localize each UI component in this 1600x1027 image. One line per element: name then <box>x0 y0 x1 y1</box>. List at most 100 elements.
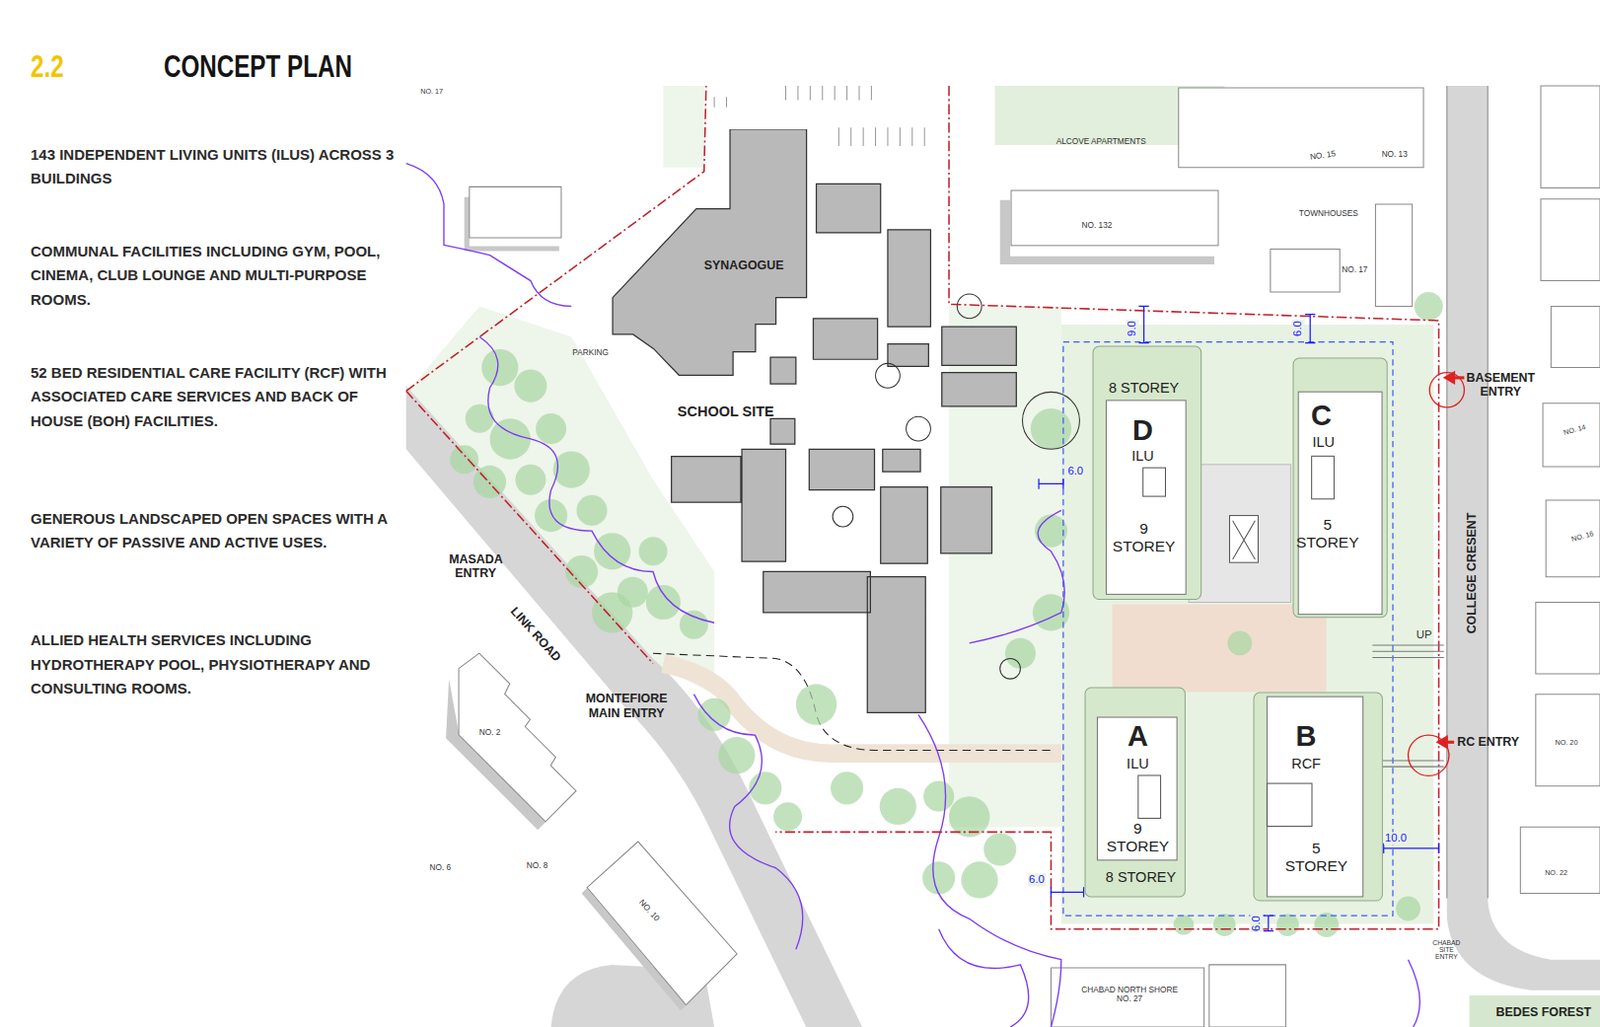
tree <box>1414 291 1444 321</box>
building-label: 5 STOREY <box>1296 515 1359 552</box>
entry-label: BASEMENT ENTRY <box>1465 370 1535 400</box>
building-block: AILU9 STOREY8 STOREY <box>1084 686 1186 898</box>
building-label: NO. 2 <box>479 727 502 738</box>
tree <box>553 450 590 488</box>
building-shape <box>1298 391 1382 615</box>
building-outline <box>583 838 739 1013</box>
tree-outline <box>1000 657 1021 679</box>
tree <box>679 610 709 640</box>
building-shape <box>1143 467 1166 497</box>
page-title: CONCEPT PLAN <box>163 49 353 85</box>
contour-line <box>406 163 1421 1027</box>
entry-label: MASADA ENTRY <box>448 552 503 582</box>
tree <box>960 861 998 898</box>
tree <box>796 683 837 725</box>
tree <box>1005 638 1036 669</box>
dimension-line <box>1038 305 1440 931</box>
place-label: PARKING <box>572 348 609 359</box>
tree <box>576 495 607 526</box>
setback-line <box>1063 342 1393 917</box>
building-outline <box>1084 686 1186 898</box>
pool <box>1229 515 1258 564</box>
building: SYNAGOGUE <box>610 129 809 379</box>
tree <box>591 591 633 633</box>
lot-number: NO. 22 <box>1544 869 1568 877</box>
building: NO. 132 <box>1010 189 1220 247</box>
lot-number: NO. 17 <box>1341 265 1368 276</box>
courtyard <box>1112 604 1327 693</box>
tree <box>1034 514 1068 548</box>
tree <box>830 771 864 804</box>
building-label: C <box>1310 399 1332 433</box>
tree <box>923 781 954 812</box>
building-shape <box>1253 692 1382 901</box>
building-shape <box>586 841 737 1006</box>
dimension: 9.0 <box>1126 319 1140 338</box>
dimension: 6.0 <box>1066 464 1085 478</box>
lot-number: NO. 17 <box>420 87 443 96</box>
building-shape <box>1293 358 1387 618</box>
building-block: 8 STOREYDILU9 STOREY <box>1091 345 1203 601</box>
building-outline <box>610 129 809 379</box>
building-shape <box>458 653 577 822</box>
entry-label: RC ENTRY <box>1456 734 1520 749</box>
section-number: 2.2 <box>30 49 65 85</box>
building-label: 8 STOREY <box>1105 868 1176 885</box>
note: GENEROUS LANDSCAPED OPEN SPACES WITH A V… <box>30 507 400 556</box>
tree <box>879 788 917 825</box>
driveway-dashed <box>653 653 1051 750</box>
tree-outline <box>956 293 982 319</box>
building-outline <box>456 651 578 823</box>
building-shape <box>1011 190 1219 246</box>
building-label: ILU <box>1126 754 1150 772</box>
tree <box>490 418 531 459</box>
tree <box>513 369 547 403</box>
tree <box>535 413 567 444</box>
note: 143 INDEPENDENT LIVING UNITS (ILUS) ACRO… <box>30 143 400 192</box>
tree <box>1395 896 1421 922</box>
building-shape <box>1310 455 1334 499</box>
building-block: BRCF5 STOREY <box>1252 691 1383 902</box>
tree <box>593 532 631 570</box>
tree <box>1276 913 1300 937</box>
tree <box>748 771 782 804</box>
lot-number: NO. 20 <box>1554 738 1578 747</box>
building: NO. 10 <box>583 838 739 1013</box>
building-label: ILU <box>1131 447 1155 465</box>
tree <box>1173 914 1195 936</box>
road-edge <box>1447 85 1488 899</box>
lot-number: NO. 8 <box>526 861 549 872</box>
lot-number: NO. 13 <box>1381 149 1408 160</box>
house <box>469 85 1600 1027</box>
tree-outline <box>906 416 932 441</box>
entry-marker <box>1408 734 1450 776</box>
building-shape <box>612 129 807 375</box>
tree <box>473 465 507 499</box>
tree <box>983 832 1017 866</box>
forest <box>1469 995 1600 1027</box>
site-landscape <box>1061 324 1435 924</box>
building-outline <box>1292 357 1388 619</box>
entry-arrow-head <box>1443 370 1455 385</box>
building-label: 8 STOREY <box>1108 379 1179 397</box>
tree <box>646 584 681 620</box>
dimension: 6.0 <box>1291 319 1305 338</box>
building-label: RCF <box>1291 754 1321 772</box>
entry-label: MONTEFIORE MAIN ENTRY <box>585 691 668 721</box>
tree <box>481 349 518 386</box>
tree <box>698 698 731 731</box>
building-shape <box>1096 717 1177 861</box>
stair-label: UP <box>1416 628 1433 642</box>
school-building <box>671 183 1018 713</box>
building-shape <box>1085 687 1185 897</box>
entry-label: CHABAD SITE ENTRY <box>1432 939 1460 961</box>
site-boundary <box>406 85 1440 930</box>
pool-lines <box>1233 520 1256 560</box>
building-shape <box>1092 346 1202 600</box>
courtyard-paving <box>1188 464 1291 603</box>
place-label: TOWNHOUSES <box>1299 209 1359 219</box>
map-ground <box>406 85 1600 1027</box>
building-shape <box>1267 783 1313 826</box>
building-label: ILU <box>1311 434 1335 451</box>
